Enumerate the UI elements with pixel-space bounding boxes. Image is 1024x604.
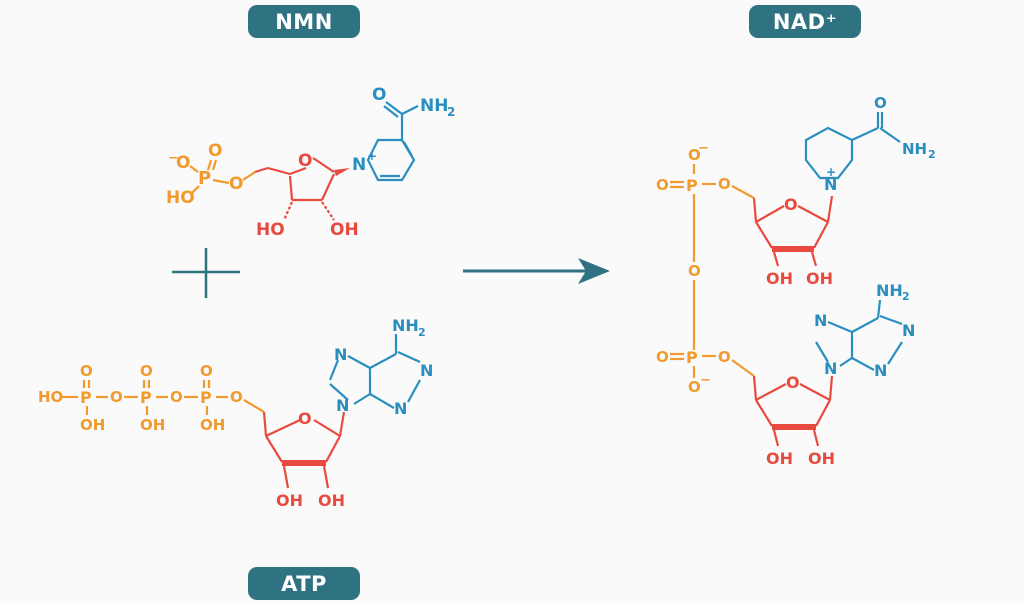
nad-molecule: − O O P O O O P O O − xyxy=(656,94,936,468)
svg-text:N: N xyxy=(334,345,347,364)
svg-text:O: O xyxy=(874,94,887,112)
svg-text:P: P xyxy=(200,388,212,407)
nmn-ribose: O HO OH xyxy=(254,151,359,240)
svg-text:OH: OH xyxy=(808,449,835,468)
svg-text:2: 2 xyxy=(928,148,936,161)
svg-text:−: − xyxy=(700,373,711,388)
svg-text:N: N xyxy=(824,175,837,194)
svg-text:O: O xyxy=(298,151,312,171)
nmn-phosphate: − O O P HO O xyxy=(166,141,256,208)
svg-text:P: P xyxy=(80,388,92,407)
svg-text:N: N xyxy=(874,361,887,380)
svg-text:O: O xyxy=(208,141,222,161)
svg-text:2: 2 xyxy=(418,326,426,339)
svg-text:OH: OH xyxy=(766,269,793,288)
nad-upper-ribose: O OH OH xyxy=(752,195,834,288)
svg-text:−: − xyxy=(698,141,709,156)
svg-text:+: + xyxy=(367,149,377,163)
nad-nicotinamide: N + O NH 2 xyxy=(804,94,936,194)
svg-text:O: O xyxy=(688,262,701,280)
svg-text:O: O xyxy=(688,378,701,396)
atp-adenine: N N N N NH 2 xyxy=(328,316,433,418)
atp-label: ATP xyxy=(248,567,360,600)
svg-text:OH: OH xyxy=(766,449,793,468)
svg-text:O: O xyxy=(176,153,190,173)
svg-text:HO: HO xyxy=(166,188,195,208)
svg-text:OH: OH xyxy=(806,269,833,288)
svg-text:O: O xyxy=(688,146,701,164)
svg-text:O: O xyxy=(784,195,798,214)
svg-text:−: − xyxy=(168,151,179,166)
svg-text:O: O xyxy=(718,348,731,366)
svg-text:O: O xyxy=(718,175,731,193)
svg-text:P: P xyxy=(686,348,698,367)
svg-text:NH: NH xyxy=(876,281,903,300)
svg-text:O: O xyxy=(656,176,669,194)
svg-text:O: O xyxy=(656,348,669,366)
svg-text:O: O xyxy=(230,388,243,406)
svg-text:2: 2 xyxy=(447,105,455,119)
svg-text:P: P xyxy=(198,168,211,189)
svg-text:HO: HO xyxy=(38,388,63,406)
atp-ribose: O OH OH xyxy=(262,409,346,510)
svg-text:O: O xyxy=(110,388,123,406)
nad-phosphates: − O O P O O O P O O − xyxy=(656,141,755,396)
svg-text:2: 2 xyxy=(902,290,910,303)
nad-adenine: N N N N NH 2 xyxy=(814,281,915,380)
svg-text:OH: OH xyxy=(318,491,345,510)
atp-triphosphate: HO P O OH O P O OH O P O OH xyxy=(38,362,265,434)
svg-text:P: P xyxy=(686,176,698,195)
nmn-nicotinamide: N + O NH 2 xyxy=(352,85,455,182)
nmn-molecule: − O O P HO O O HO OH xyxy=(166,85,455,240)
svg-text:OH: OH xyxy=(80,416,105,434)
nmn-label: NMN xyxy=(248,5,360,38)
plus-sign xyxy=(172,248,240,298)
svg-text:NH: NH xyxy=(420,96,448,116)
svg-text:+: + xyxy=(826,165,836,179)
svg-text:HO: HO xyxy=(256,220,285,240)
svg-text:OH: OH xyxy=(330,220,359,240)
nad-label: NAD⁺ xyxy=(749,5,861,38)
svg-text:N: N xyxy=(420,361,433,380)
svg-text:O: O xyxy=(170,388,183,406)
svg-text:N: N xyxy=(352,155,366,175)
svg-text:O: O xyxy=(140,362,153,380)
svg-text:OH: OH xyxy=(276,491,303,510)
svg-text:N: N xyxy=(336,396,349,415)
svg-text:OH: OH xyxy=(140,416,165,434)
svg-text:O: O xyxy=(229,174,243,194)
svg-text:O: O xyxy=(200,362,213,380)
svg-text:O: O xyxy=(80,362,93,380)
svg-text:O: O xyxy=(372,85,386,105)
reaction-arrow xyxy=(463,258,610,284)
svg-text:NH: NH xyxy=(392,316,419,335)
svg-text:O: O xyxy=(786,373,800,392)
atp-molecule: HO P O OH O P O OH O P O OH xyxy=(38,316,433,510)
svg-text:N: N xyxy=(814,311,827,330)
svg-text:P: P xyxy=(140,388,152,407)
svg-text:OH: OH xyxy=(200,416,225,434)
svg-text:N: N xyxy=(824,359,837,378)
svg-text:N: N xyxy=(394,399,407,418)
svg-text:N: N xyxy=(902,321,915,340)
svg-text:NH: NH xyxy=(902,140,927,158)
nad-lower-ribose: O OH OH xyxy=(752,373,835,468)
svg-text:O: O xyxy=(298,409,312,428)
